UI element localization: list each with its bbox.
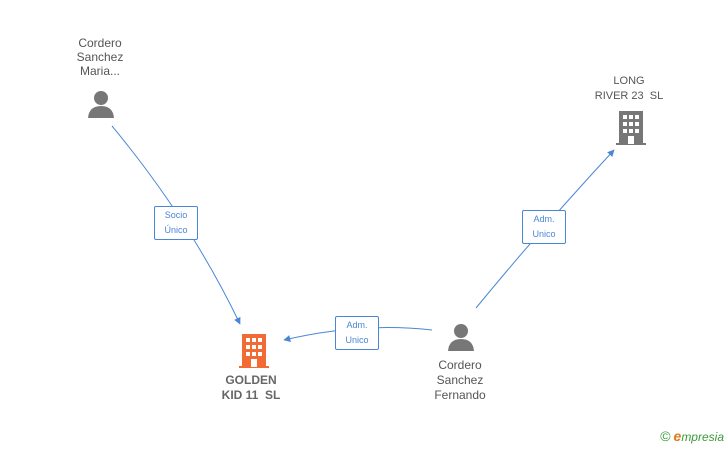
edge-label-socio-unico[interactable]: Socio Único — [154, 206, 198, 240]
empresia-logo[interactable]: ©empresia — [660, 428, 724, 444]
person-maria-label[interactable]: Cordero Sanchez Maria... — [76, 36, 124, 78]
person-icon[interactable] — [446, 322, 476, 352]
person-icon[interactable] — [86, 89, 116, 119]
brand-name: mpresia — [681, 430, 724, 444]
company-long-river-label[interactable]: LONG RIVER 23 SL — [594, 75, 664, 102]
building-icon[interactable] — [614, 110, 648, 146]
brand-initial: e — [673, 428, 682, 444]
company-golden-kid-label[interactable]: GOLDEN KID 11 SL — [221, 373, 281, 402]
copyright-icon: © — [660, 428, 671, 444]
person-fernando-label[interactable]: Cordero Sanchez Fernando — [434, 358, 486, 402]
building-icon[interactable] — [237, 333, 271, 369]
edge-label-adm-unico-golden[interactable]: Adm. Unico — [335, 316, 379, 350]
edge-label-adm-unico-longriver[interactable]: Adm. Unico — [522, 210, 566, 244]
